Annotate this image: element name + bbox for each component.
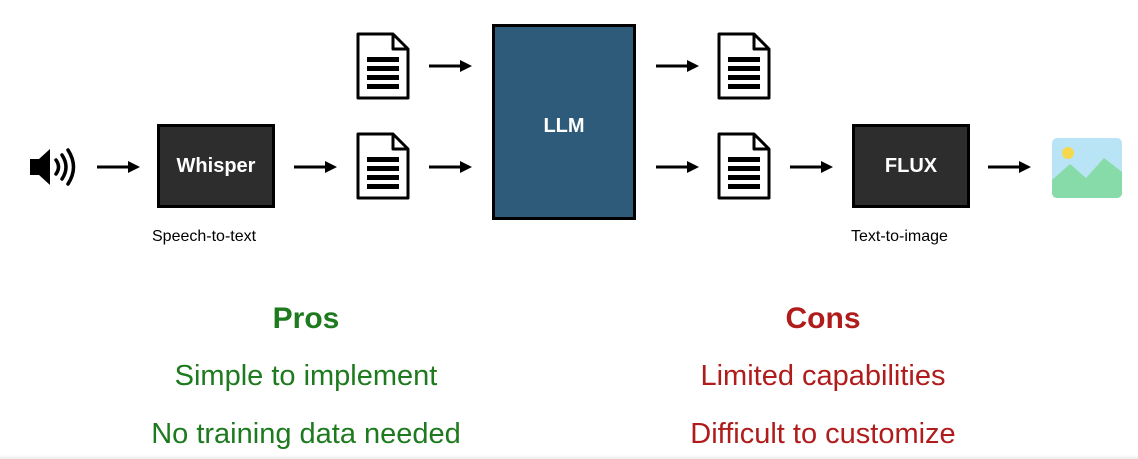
cons-heading: Cons — [785, 302, 861, 335]
pros-item-simple: Simple to implement — [174, 360, 438, 392]
flux-caption: Text-to-image — [851, 228, 948, 245]
document-icon — [356, 132, 410, 200]
flux-label: FLUX — [884, 154, 938, 177]
speaker-icon — [30, 148, 76, 186]
document-icon — [717, 32, 771, 100]
cons-item-difficult: Difficult to customize — [690, 418, 956, 450]
pros-item-no-training-data: No training data needed — [151, 418, 461, 450]
whisper-box: Whisper — [157, 124, 275, 208]
llm-box: LLM — [492, 24, 636, 220]
cons-item-limited: Limited capabilities — [700, 360, 946, 392]
document-icon — [717, 132, 771, 200]
flux-box: FLUX — [852, 124, 970, 208]
document-icon — [356, 32, 410, 100]
bottom-edge-shadow — [0, 455, 1138, 459]
arrow-right-icon — [97, 161, 140, 173]
arrow-right-icon — [429, 161, 472, 173]
arrow-right-icon — [988, 161, 1031, 173]
arrow-right-icon — [790, 161, 833, 173]
llm-label: LLM — [543, 115, 585, 137]
arrow-right-icon — [429, 60, 472, 72]
pros-heading: Pros — [272, 302, 340, 335]
arrow-right-icon — [294, 161, 337, 173]
image-icon — [1052, 138, 1122, 198]
arrow-right-icon — [656, 161, 699, 173]
whisper-caption: Speech-to-text — [152, 228, 257, 245]
whisper-label: Whisper — [176, 154, 256, 177]
arrow-right-icon — [656, 60, 699, 72]
